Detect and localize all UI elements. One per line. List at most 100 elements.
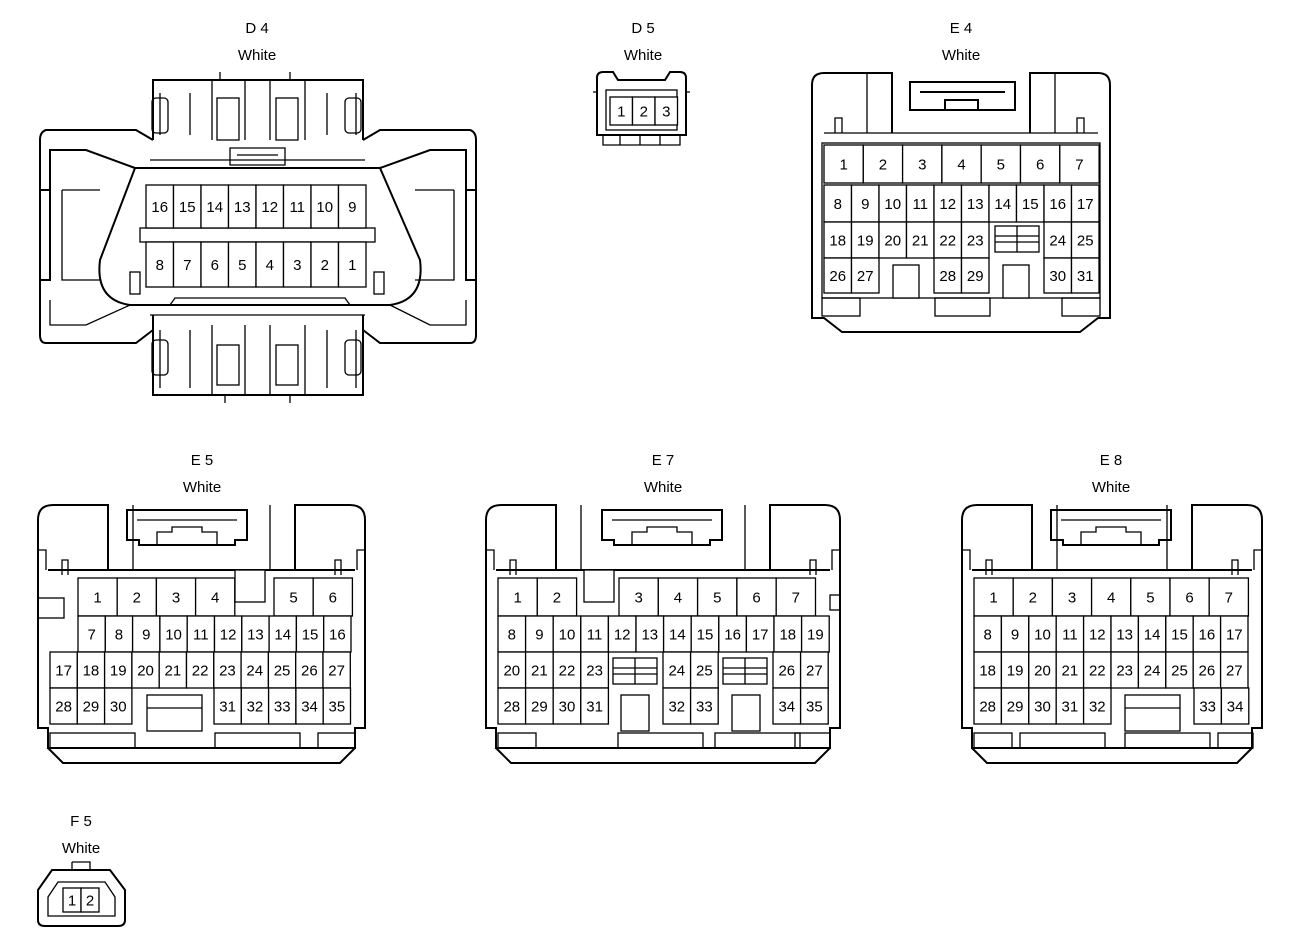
pin-cell (850, 257, 880, 294)
connector-e5-housing (37, 504, 366, 764)
pin-number: 5 (238, 257, 246, 274)
pin-number: 25 (696, 663, 713, 680)
pin-cell (255, 241, 285, 288)
pin-number: 15 (1022, 196, 1039, 213)
pin-cell (337, 184, 367, 229)
pin-cell (200, 184, 230, 229)
connector-e7-color: White (643, 479, 683, 496)
pin-number: 11 (1062, 627, 1078, 644)
pin-number: 5 (289, 590, 297, 607)
pin-cell (76, 651, 106, 689)
pin-number: 5 (1146, 590, 1154, 607)
pin-number: 18 (829, 233, 846, 250)
housing-foot (794, 732, 831, 749)
pin-number: 35 (329, 699, 346, 716)
pin-number: 14 (274, 627, 291, 644)
pin-number: 4 (211, 590, 219, 607)
pin-cell (1055, 615, 1085, 653)
pin-cell (312, 577, 354, 617)
pin-cell (657, 577, 699, 617)
latch-icon (612, 519, 712, 545)
pin-cell (773, 615, 803, 653)
pin-number: 4 (674, 590, 682, 607)
pin-cell (878, 221, 908, 259)
pin-cell (689, 687, 719, 725)
pin-number: 20 (503, 663, 520, 680)
pin-number: 16 (1199, 627, 1216, 644)
pin-cell (536, 577, 578, 617)
pin-number: 8 (115, 627, 123, 644)
pin-number: 3 (634, 590, 642, 607)
pin-cell (607, 615, 637, 653)
pin-cell (1220, 687, 1250, 725)
pin-cell (1028, 687, 1057, 725)
pin-cell (172, 241, 202, 288)
housing-foot (821, 297, 861, 317)
pin-cell (310, 241, 340, 288)
connector-f5-housing (37, 861, 126, 927)
pin-cell (1019, 144, 1061, 184)
pin-number: 29 (83, 699, 100, 716)
pin-number: 15 (1171, 627, 1188, 644)
pin-number: 5 (713, 590, 721, 607)
pin-cell (933, 257, 963, 294)
pin-number: 16 (151, 199, 168, 216)
pin-number: 7 (792, 590, 800, 607)
connector-e4-color: White (941, 47, 981, 64)
pin-cell (1043, 257, 1073, 294)
housing-foot (497, 732, 537, 749)
pin-cell (145, 184, 175, 229)
connector-e7-title: E 7 (651, 452, 675, 469)
pin-number: 7 (87, 627, 95, 644)
pin-number: 7 (1225, 590, 1233, 607)
pin-number: 17 (1226, 627, 1243, 644)
pin-number: 19 (1007, 663, 1024, 680)
pin-cell (718, 615, 748, 653)
pin-number: 9 (1011, 627, 1019, 644)
connector-d4-title: D 4 (245, 20, 269, 37)
housing-outline (509, 559, 817, 575)
pin-cell (775, 577, 817, 617)
pin-cell (941, 144, 982, 184)
pin-number: 19 (110, 663, 127, 680)
housing-outline (985, 559, 1239, 575)
housing-notch (37, 597, 65, 619)
pin-number: 15 (179, 199, 196, 216)
pin-number: 27 (857, 268, 874, 285)
housing-outline (38, 549, 365, 570)
pin-number: 31 (1077, 268, 1094, 285)
pin-number: 23 (1116, 663, 1133, 680)
pin-cell (1137, 615, 1167, 653)
pin-number: 5 (997, 157, 1005, 174)
pin-number: 12 (261, 199, 278, 216)
housing-outline (811, 72, 1111, 333)
pin-number: 24 (246, 663, 263, 680)
pin-number: 3 (662, 104, 670, 121)
pin-cell (960, 221, 990, 259)
pin-number: 14 (206, 199, 223, 216)
pin-number: 27 (1226, 663, 1243, 680)
pin-number: 31 (219, 699, 236, 716)
connector-e8-color: White (1091, 479, 1131, 496)
pin-number: 30 (1034, 699, 1051, 716)
pin-number: 9 (348, 199, 356, 216)
pin-cell (1000, 687, 1030, 725)
pin-cell (1137, 651, 1167, 689)
pin-number: 1 (513, 590, 521, 607)
pin-number: 15 (302, 627, 319, 644)
pin-blank (892, 264, 920, 299)
pin-number: 7 (183, 257, 191, 274)
connector-e4-title: E 4 (949, 20, 973, 37)
pin-cell (580, 687, 610, 725)
pin-cell (988, 184, 1018, 223)
pin-number: 11 (289, 199, 305, 216)
pin-cell (322, 687, 352, 725)
pin-cell (823, 257, 853, 294)
pin-cell (172, 184, 202, 229)
pin-cell (1070, 257, 1100, 294)
pin-cell (933, 221, 963, 259)
pin-number: 2 (133, 590, 141, 607)
pin-cell (337, 241, 367, 288)
pin-cell (1090, 577, 1132, 617)
